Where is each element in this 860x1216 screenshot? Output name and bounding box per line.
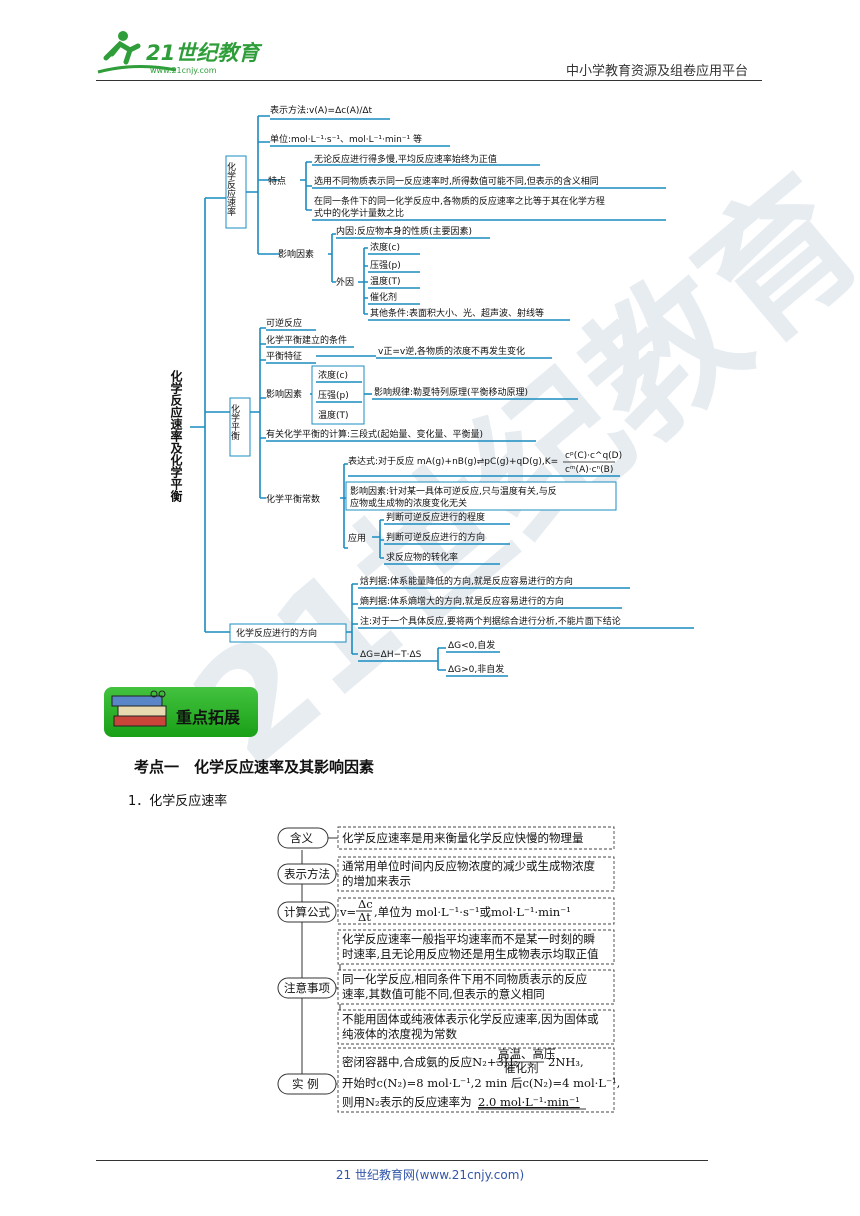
branch-dir: 化学反应进行的方向	[236, 627, 317, 639]
subsection-title: 1．化学反应速率	[128, 794, 228, 809]
outer-4: 催化剂	[370, 291, 397, 303]
eq-factor-2: 压强(p)	[318, 390, 349, 401]
eq-condition: 化学平衡建立的条件	[266, 334, 347, 346]
rate-inner: 内因:反应物本身的性质(主要因素)	[336, 225, 472, 237]
rate-feature-2: 选用不同物质表示同一反应速率时,所得数值可能不同,但表示的含义相同	[314, 175, 599, 187]
rate-feature-1: 无论反应进行得多慢,平均反应速率始终为正值	[314, 153, 497, 165]
eq-k-num: cᵖ(C)·c^q(D)	[565, 451, 622, 461]
eq-factor-label: 影响因素	[266, 388, 302, 400]
rate-feature-3: 在同一条件下的同一化学反应中,各物质的反应速率之比等于其在化学方程	[314, 195, 605, 207]
rate-expr: 表示方法:v(A)=Δc(A)/Δt	[270, 104, 373, 116]
eq-app-label: 应用	[348, 532, 366, 544]
eq-k-expr: 表达式:对于反应 mA(g)+nB(g)⇌pC(g)+qD(g),K=	[348, 455, 558, 467]
label-example: 实 例	[292, 1077, 319, 1091]
note-3b: 纯液体的浓度视为常数	[342, 1027, 457, 1041]
rate-factor-label: 影响因素	[278, 248, 314, 260]
dir-item-2: 熵判据:体系熵增大的方向,就是反应容易进行的方向	[360, 595, 564, 607]
rate-diagram: 含义 化学反应速率是用来衡量化学反应快慢的物理量 表示方法 通常用单位时间内反应…	[277, 826, 620, 1113]
label-formula: 计算公式	[284, 905, 330, 919]
dir-item-1: 焓判据:体系能量降低的方向,就是反应容易进行的方向	[360, 575, 573, 587]
label-meaning: 含义	[290, 831, 313, 845]
ex-cond-top: 高温、高压	[498, 1047, 556, 1061]
outer-1: 浓度(c)	[370, 241, 400, 253]
note-2a: 同一化学反应,相同条件下用不同物质表示的反应	[342, 972, 587, 986]
eq-factor-1: 浓度(c)	[318, 369, 348, 381]
note-1a: 化学反应速率一般指平均速率而不是某一时刻的瞬	[342, 932, 595, 946]
eq-factor-3: 温度(T)	[318, 409, 349, 421]
outer-2: 压强(p)	[370, 260, 401, 271]
dir-g-expr: ΔG=ΔH−T·ΔS	[360, 650, 422, 660]
eq-reversible: 可逆反应	[266, 317, 302, 329]
eq-k-factor-2: 应物或生成物的浓度变化无关	[350, 497, 467, 509]
eq-k-den: cᵐ(A)·cⁿ(B)	[565, 465, 613, 475]
rate-unit: 单位:mol·L⁻¹·s⁻¹、mol·L⁻¹·min⁻¹ 等	[270, 133, 422, 145]
mindmap-root: 化学反应速率及化学平衡	[169, 369, 183, 503]
branch-rate: 化学反应速率	[225, 161, 236, 217]
books-icon	[111, 690, 167, 727]
formula-den: Δt	[358, 910, 371, 924]
formula-unit: ,单位为 mol·L⁻¹·s⁻¹或mol·L⁻¹·min⁻¹	[374, 905, 571, 919]
dir-g-1: ΔG<0,自发	[448, 639, 495, 651]
dir-item-3: 注:对于一个具体反应,要将两个判据综合进行分析,不能片面下结论	[360, 615, 621, 627]
note-1b: 时速率,且无论用反应物还是用生成物表示均取正值	[342, 947, 599, 961]
label-notes: 注意事项	[284, 981, 330, 995]
rate-feature-4: 式中的化学计量数之比	[314, 207, 404, 219]
logo-url: www.21cnjy.com	[150, 66, 217, 75]
ex-2: 开始时c(N₂)=8 mol·L⁻¹,2 min 后c(N₂)=4 mol·L⁻…	[342, 1076, 620, 1090]
svg-text:化学反应速率及化学平衡: 化学反应速率及化学平衡	[169, 369, 183, 503]
formula-num: Δc	[358, 897, 373, 911]
ex-3a: 则用N₂表示的反应速率为	[342, 1095, 472, 1109]
ex-1a: 密闭容器中,合成氨的反应N₂+3H₂	[342, 1055, 518, 1069]
dir-g-2: ΔG>0,非自发	[448, 663, 504, 675]
footer-divider	[96, 1160, 708, 1161]
eq-app-2: 判断可逆反应进行的方向	[386, 531, 485, 543]
eq-feature-desc: v正=v逆,各物质的浓度不再发生变化	[378, 345, 525, 357]
eq-rule: 影响规律:勒夏特列原理(平衡移动原理)	[374, 386, 528, 398]
mindmap: 化学反应速率及化学平衡 化学反应速率 表示方法:v(A)=Δc(A)/Δt 单位…	[169, 104, 694, 677]
note-2b: 速率,其数值可能不同,但表示的意义相同	[342, 987, 545, 1001]
site-name: 中小学教育资源及组卷应用平台	[566, 64, 749, 79]
branch-eq: 化学平衡	[229, 403, 240, 441]
footer-text: 21 世纪教育网(www.21cnjy.com)	[335, 1168, 525, 1182]
outer-5: 其他条件:表面积大小、光、超声波、射线等	[370, 307, 544, 319]
eq-k-label: 化学平衡常数	[266, 493, 320, 505]
ex-1b: 2NH₃,	[548, 1055, 584, 1069]
eq-feature: 平衡特征	[266, 350, 302, 362]
ex-3b: 2.0 mol·L⁻¹·min⁻¹	[478, 1095, 580, 1109]
eq-k-factor-1: 影响因素:针对某一具体可逆反应,只与温度有关,与反	[350, 485, 557, 497]
header-divider	[96, 80, 762, 81]
formula-v: v=	[339, 905, 356, 919]
label-method: 表示方法	[284, 867, 330, 881]
badge-label: 重点拓展	[176, 708, 241, 727]
rate-outer-label: 外因	[336, 276, 354, 288]
logo-text: 21世纪教育	[146, 41, 263, 65]
text-method-2: 的增加来表示	[342, 874, 411, 888]
section-title: 考点一 化学反应速率及其影响因素	[134, 758, 375, 776]
eq-app-1: 判断可逆反应进行的程度	[386, 511, 485, 523]
eq-calc: 有关化学平衡的计算:三段式(起始量、变化量、平衡量)	[266, 428, 483, 440]
runner-icon	[97, 31, 177, 74]
eq-app-3: 求反应物的转化率	[386, 551, 458, 563]
text-method-1: 通常用单位时间内反应物浓度的减少或生成物浓度	[342, 859, 595, 873]
rate-feature-label: 特点	[268, 175, 286, 187]
note-3a: 不能用固体或纯液体表示化学反应速率,因为固体或	[342, 1012, 599, 1026]
outer-3: 温度(T)	[370, 275, 401, 287]
ex-cond-bot: 催化剂	[504, 1061, 539, 1075]
text-meaning: 化学反应速率是用来衡量化学反应快慢的物理量	[342, 831, 584, 845]
site-logo: 21世纪教育 www.21cnjy.com	[97, 31, 263, 75]
